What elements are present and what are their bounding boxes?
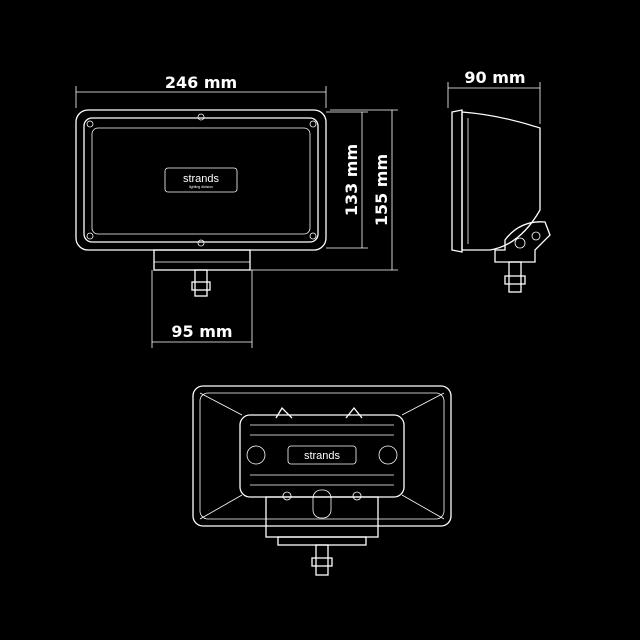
screw — [86, 120, 94, 128]
logo-tagline: lighting division — [189, 185, 213, 189]
back-housing — [192, 385, 452, 527]
heatsink-fins — [250, 424, 394, 486]
front-view: strands lighting division — [75, 109, 327, 297]
dimension-mount-width: 95 mm — [151, 270, 253, 348]
bolt-nut — [191, 281, 211, 291]
screw — [197, 239, 205, 247]
dimension-width: 246 mm — [75, 73, 327, 108]
screw — [197, 113, 205, 121]
logo-text: strands — [183, 173, 220, 185]
mount-bolt — [194, 269, 208, 297]
back-logo-text: strands — [304, 450, 341, 462]
mount-bracket — [153, 249, 251, 271]
back-view: strands — [192, 385, 452, 576]
dimension-depth: 90 mm — [447, 68, 541, 124]
lens-height-label: 133 mm — [342, 144, 361, 216]
screw — [86, 232, 94, 240]
heatsink-hole — [246, 445, 266, 465]
back-bracket — [265, 496, 379, 538]
mount-width-label: 95 mm — [171, 322, 232, 341]
side-bezel — [451, 109, 463, 253]
screw — [309, 232, 317, 240]
screw — [309, 120, 317, 128]
front-bezel — [83, 117, 319, 243]
dimension-lens-height: 133 mm — [326, 111, 368, 249]
side-body — [461, 111, 541, 251]
total-height-label: 155 mm — [372, 154, 391, 226]
logo-plate — [164, 167, 238, 193]
depth-label: 90 mm — [464, 68, 525, 87]
pivot-slot — [312, 489, 332, 519]
back-mount-bolt — [315, 544, 329, 576]
side-view — [451, 109, 551, 293]
dimension-total-height: 155 mm — [250, 109, 398, 271]
width-label: 246 mm — [165, 73, 237, 92]
side-bracket — [494, 221, 551, 263]
front-lens — [91, 127, 311, 235]
heatsink-hole — [378, 445, 398, 465]
pivot-bolt — [514, 237, 526, 249]
back-logo-plate — [287, 445, 357, 465]
side-mount-bolt — [508, 261, 522, 293]
